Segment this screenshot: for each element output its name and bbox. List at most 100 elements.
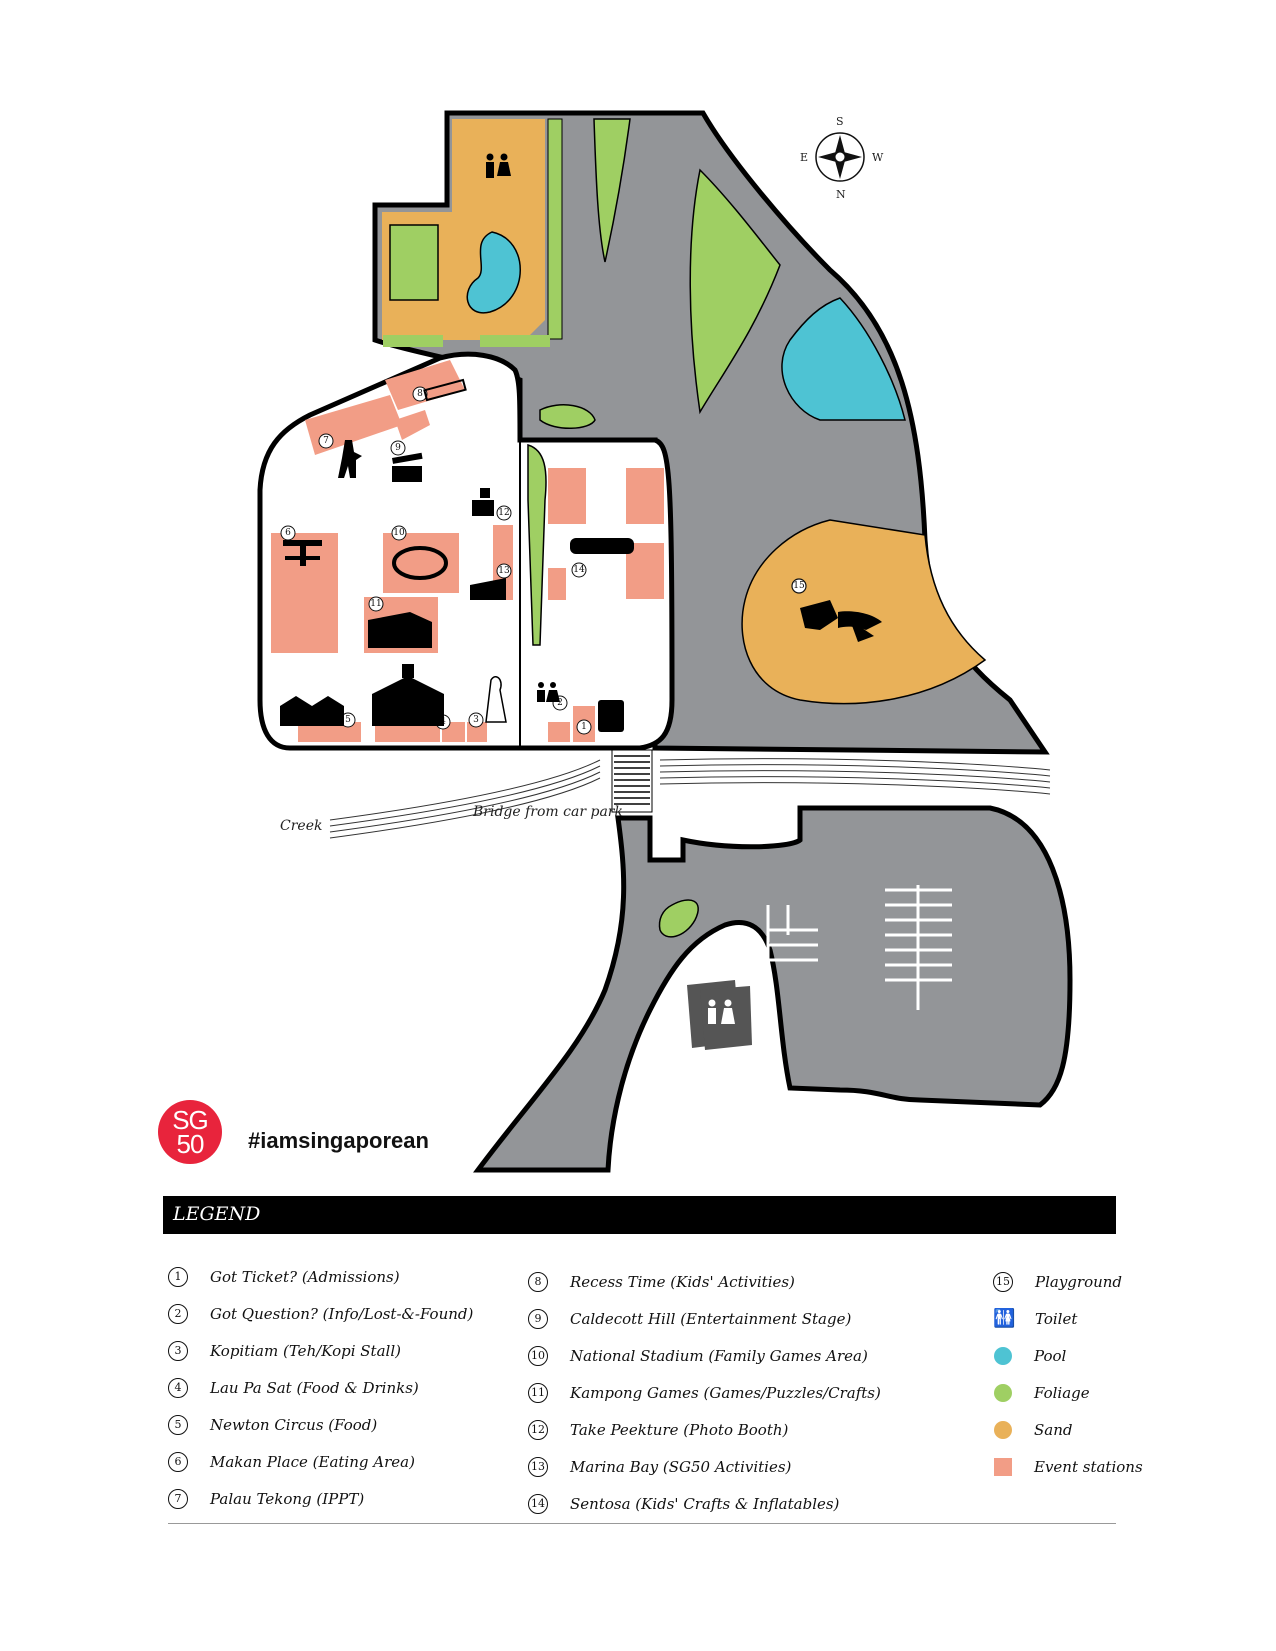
legend-label: National Stadium (Family Games Area) — [570, 1346, 868, 1365]
legend-item: Event stations — [993, 1448, 1143, 1485]
station-12-marker: 12 — [496, 505, 512, 521]
pool-north — [466, 231, 521, 314]
legend-item: 15 Playground — [993, 1263, 1143, 1300]
legend-number: 15 — [993, 1271, 1013, 1292]
legend-number: 2 — [168, 1303, 188, 1324]
legend-item: 5 Newton Circus (Food) — [168, 1406, 473, 1443]
legend-label: Event stations — [1034, 1457, 1143, 1476]
legend-label: Palau Tekong (IPPT) — [210, 1489, 365, 1508]
legend-number: 13 — [528, 1456, 548, 1477]
dragon-playground-icon — [800, 600, 882, 642]
legend-label: Playground — [1035, 1272, 1123, 1291]
legend-item: 14 Sentosa (Kids' Crafts & Inflatables) — [528, 1485, 881, 1522]
legend-number: 12 — [528, 1419, 548, 1440]
pool-east — [781, 297, 906, 421]
station-3-marker: 3 — [468, 712, 484, 728]
svg-text:10: 10 — [393, 528, 405, 538]
pool-swatch — [994, 1346, 1012, 1365]
station-9-marker: 9 — [390, 440, 406, 456]
foliage-spike-plaza — [527, 443, 547, 646]
legend-number: 1 — [168, 1266, 188, 1287]
legend-number: 6 — [168, 1451, 188, 1472]
brand-block: SG 50 #iamsingaporean — [158, 1100, 458, 1170]
legend-number: 9 — [528, 1308, 548, 1329]
svg-text:N: N — [836, 188, 846, 201]
legend-column-1: 1 Got Ticket? (Admissions) 2 Got Question?… — [168, 1258, 473, 1517]
hashtag: #iamsingaporean — [248, 1128, 429, 1153]
legend-number: 14 — [528, 1493, 548, 1514]
legend-number: 10 — [528, 1345, 548, 1366]
foliage-strip-b — [480, 335, 550, 347]
svg-text:3: 3 — [473, 715, 479, 725]
legend-label: Recess Time (Kids' Activities) — [570, 1272, 795, 1291]
car-park-area — [473, 805, 1073, 1173]
event-plaza — [257, 351, 675, 751]
foliage-strip-top — [547, 118, 563, 340]
legend-item: 10 National Stadium (Family Games Area) — [528, 1337, 881, 1374]
legend-number: 4 — [168, 1377, 188, 1398]
event-station-swatch — [994, 1457, 1012, 1476]
legend-title: LEGEND — [173, 1203, 261, 1225]
legend-label: Sentosa (Kids' Crafts & Inflatables) — [570, 1494, 840, 1513]
station-1-marker: 1 — [576, 719, 592, 735]
lau-pa-sat-icon — [372, 676, 444, 726]
legend-item: Foliage — [993, 1374, 1143, 1411]
svg-text:5: 5 — [345, 715, 351, 725]
legend-label: Kampong Games (Games/Puzzles/Crafts) — [570, 1383, 881, 1402]
svg-text:15: 15 — [793, 581, 805, 591]
kampong-house-icon — [368, 612, 432, 648]
compass-rose-icon: S E W N — [800, 115, 884, 201]
station-markers: 1 2 3 4 5 6 7 8 9 10 11 12 13 14 — [280, 386, 592, 735]
legend-item: Pool — [993, 1337, 1143, 1374]
legend-item: Sand — [993, 1411, 1143, 1448]
legend-label: Pool — [1034, 1346, 1067, 1365]
legend-label: Lau Pa Sat (Food & Drinks) — [210, 1378, 419, 1397]
station-6-marker: 6 — [280, 525, 296, 541]
foliage-strip-a — [383, 335, 443, 347]
sg50-logo: SG 50 — [158, 1100, 222, 1164]
svg-text:W: W — [872, 151, 884, 164]
foliage-spike-1 — [593, 118, 631, 263]
legend-number: 3 — [168, 1340, 188, 1361]
bridge-label: Bridge from car park — [472, 804, 623, 820]
logo-line-1: SG — [172, 1105, 209, 1135]
sand-swatch — [994, 1420, 1012, 1439]
soldier-icon — [338, 440, 362, 478]
legend-item: 🚻Toilet — [993, 1300, 1143, 1337]
legend-label: Got Question? (Info/Lost-&-Found) — [210, 1304, 474, 1323]
toilet-north-icon — [486, 153, 511, 178]
station-15-marker: 15 — [791, 578, 807, 594]
svg-text:9: 9 — [395, 443, 401, 453]
foliage-blob — [539, 404, 596, 429]
shophouses-icon — [280, 696, 344, 726]
legend-header: LEGEND — [163, 1196, 1116, 1234]
svg-text:8: 8 — [417, 389, 423, 399]
legend-label: Newton Circus (Food) — [210, 1415, 378, 1434]
station-14-marker: 14 — [571, 562, 587, 578]
camera-icon — [472, 500, 494, 516]
bridge — [611, 749, 653, 813]
svg-text:7: 7 — [323, 436, 329, 446]
legend-item: 4 Lau Pa Sat (Food & Drinks) — [168, 1369, 473, 1406]
foliage-square — [389, 224, 439, 301]
statue-icon — [485, 676, 507, 723]
legend-label: Sand — [1034, 1420, 1073, 1439]
svg-text:1: 1 — [581, 722, 587, 732]
svg-text:2: 2 — [557, 698, 563, 708]
legend-label: Got Ticket? (Admissions) — [210, 1267, 400, 1286]
hopscotch-icon — [423, 378, 467, 402]
legend-number: 5 — [168, 1414, 188, 1435]
ticket-machine-icon — [598, 700, 624, 732]
legend-label: Foliage — [1034, 1383, 1090, 1402]
svg-text:6: 6 — [285, 528, 291, 538]
svg-text:12: 12 — [498, 508, 509, 518]
legend-item: 1 Got Ticket? (Admissions) — [168, 1258, 473, 1295]
legend-number: 11 — [528, 1382, 548, 1403]
